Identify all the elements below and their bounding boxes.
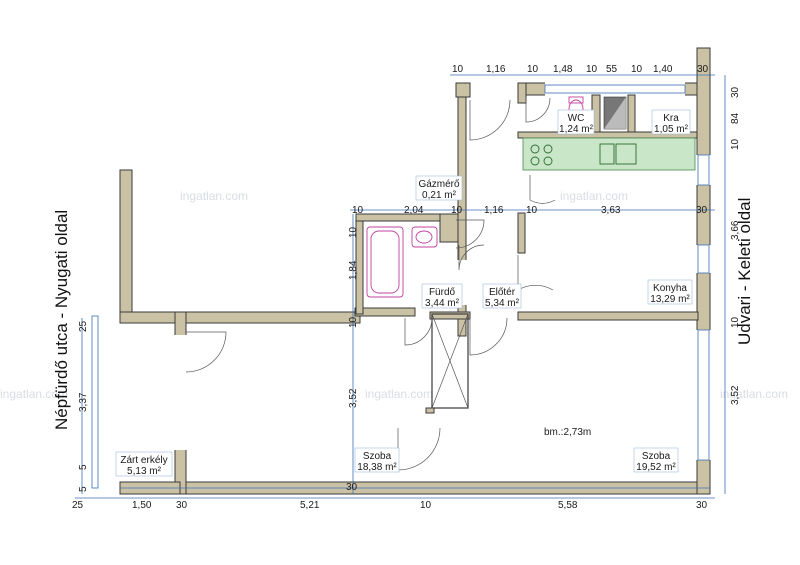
dim-bottom-1: 25	[72, 500, 84, 511]
room-furdo-name: Fürdő	[429, 287, 456, 298]
room-erkely-area: 5,13 m²	[127, 466, 162, 477]
dim-right-1: 30	[730, 86, 741, 98]
dim-top-2: 1,16	[486, 64, 506, 75]
room-szoba-1-area: 18,38 m²	[357, 462, 397, 473]
dim-bottom-4: 5,21	[300, 500, 320, 511]
watermark-1: ingatlan.com	[180, 189, 248, 203]
room-kra-area: 1,05 m²	[654, 124, 689, 135]
dims-left-inner: 10 1,84 10 3,52	[348, 226, 359, 408]
dim-left-outer-4: 5	[78, 486, 89, 492]
dim-top-4: 1,48	[553, 64, 573, 75]
room-konyha: Konyha 13,29 m²	[647, 279, 693, 305]
dim-top-9: 30	[697, 64, 709, 75]
dim-left-outer-3: 5	[78, 464, 89, 470]
watermark-3: ingatlan.com	[0, 387, 68, 401]
dim-top-1: 10	[452, 64, 464, 75]
dim-top-7: 10	[631, 64, 643, 75]
dim-mid-1: 10	[352, 205, 364, 216]
room-eloter: Előtér 5,34 m²	[482, 283, 522, 309]
dims-mid: 10 2,04 10 1,16 10 3,63 30	[352, 205, 708, 216]
dim-left-outer-1: 25	[78, 320, 89, 332]
room-konyha-area: 13,29 m²	[650, 294, 690, 305]
room-szoba-1-name: Szoba	[363, 451, 392, 462]
dim-mid-6: 3,63	[601, 205, 621, 216]
room-erkely-name: Zárt erkély	[120, 455, 167, 466]
west-side-label: Népfürdő utca - Nyugati oldal	[52, 210, 71, 430]
sink-icon	[411, 226, 438, 248]
room-wc-area: 1,24 m²	[559, 124, 594, 135]
room-eloter-area: 5,34 m²	[485, 298, 520, 309]
dim-top-8: 1,40	[653, 64, 673, 75]
bathtub-icon	[366, 226, 404, 298]
dims-left-outer: 25 3,37 5 5	[78, 320, 89, 492]
watermark-4: ingatlan.com	[365, 387, 433, 401]
dim-right-6: 3,52	[730, 385, 741, 405]
room-konyha-name: Konyha	[653, 283, 687, 294]
dim-left-inner-1: 10	[348, 226, 359, 238]
room-szoba-2-name: Szoba	[642, 451, 671, 462]
room-gazmero: Gázmérő 0,21 m²	[415, 175, 463, 201]
room-szoba-1: Szoba 18,38 m²	[354, 447, 400, 473]
dim-right-5: 10	[730, 316, 741, 328]
dims-top: 10 1,16 10 1,48 10 55 10 1,40 30	[452, 64, 709, 75]
dim-right-3: 10	[730, 138, 741, 150]
dim-bottom-6: 5,58	[558, 500, 578, 511]
dim-left-inner-3: 10	[348, 316, 359, 328]
dims-bottom: 25 1,50 30 5,21 10 5,58 30 30	[72, 482, 708, 511]
room-labels: WC 1,24 m² Kra 1,05 m² Gázmérő 0,21 m² F…	[115, 109, 693, 477]
dim-top-3: 10	[527, 64, 539, 75]
room-kra-name: Kra	[663, 113, 679, 124]
dim-bottom-3: 30	[176, 500, 188, 511]
dim-left-inner-4: 3,52	[348, 388, 359, 408]
dim-bottom-2: 1,50	[132, 500, 152, 511]
dimension-lines	[75, 74, 726, 499]
dim-mid-3: 10	[451, 205, 463, 216]
room-kra: Kra 1,05 m²	[651, 109, 691, 135]
dim-bottom-7: 30	[696, 500, 708, 511]
room-szoba-2: Szoba 19,52 m²	[633, 447, 679, 473]
dim-right-2: 84	[730, 112, 741, 124]
room-furdo-area: 3,44 m²	[425, 298, 460, 309]
east-side-label: Udvari - Keleti oldal	[735, 198, 754, 345]
room-wc-name: WC	[568, 113, 585, 124]
room-szoba-2-area: 19,52 m²	[636, 462, 676, 473]
dim-left-outer-2: 3,37	[78, 392, 89, 412]
dim-top-6: 55	[606, 64, 618, 75]
walls	[91, 47, 711, 495]
room-gazmero-name: Gázmérő	[418, 179, 460, 190]
room-furdo: Fürdő 3,44 m²	[421, 283, 463, 309]
room-gazmero-area: 0,21 m²	[422, 190, 457, 201]
dims-right: 30 84 10 3,66 10 3,52	[730, 86, 741, 405]
kitchen-counter-icon	[522, 137, 696, 171]
watermark-5: ingatlan.com	[720, 387, 788, 401]
room-wc: WC 1,24 m²	[557, 109, 595, 135]
dim-mid-5: 10	[526, 205, 538, 216]
dim-bottom-wall: 30	[346, 482, 358, 493]
dim-left-inner-2: 1,84	[348, 260, 359, 280]
dim-bottom-5: 10	[420, 500, 432, 511]
fixtures	[366, 96, 696, 298]
dim-top-5: 10	[586, 64, 598, 75]
dim-mid-2: 2,04	[404, 205, 424, 216]
dim-mid-4: 1,16	[484, 205, 504, 216]
room-eloter-name: Előtér	[489, 287, 516, 298]
dim-mid-7: 30	[696, 205, 708, 216]
ceiling-height-label: bm.:2,73m	[544, 427, 591, 438]
watermark-2: ingatlan.com	[560, 189, 628, 203]
dim-right-4: 3,66	[730, 220, 741, 240]
room-erkely: Zárt erkély 5,13 m²	[115, 451, 173, 477]
